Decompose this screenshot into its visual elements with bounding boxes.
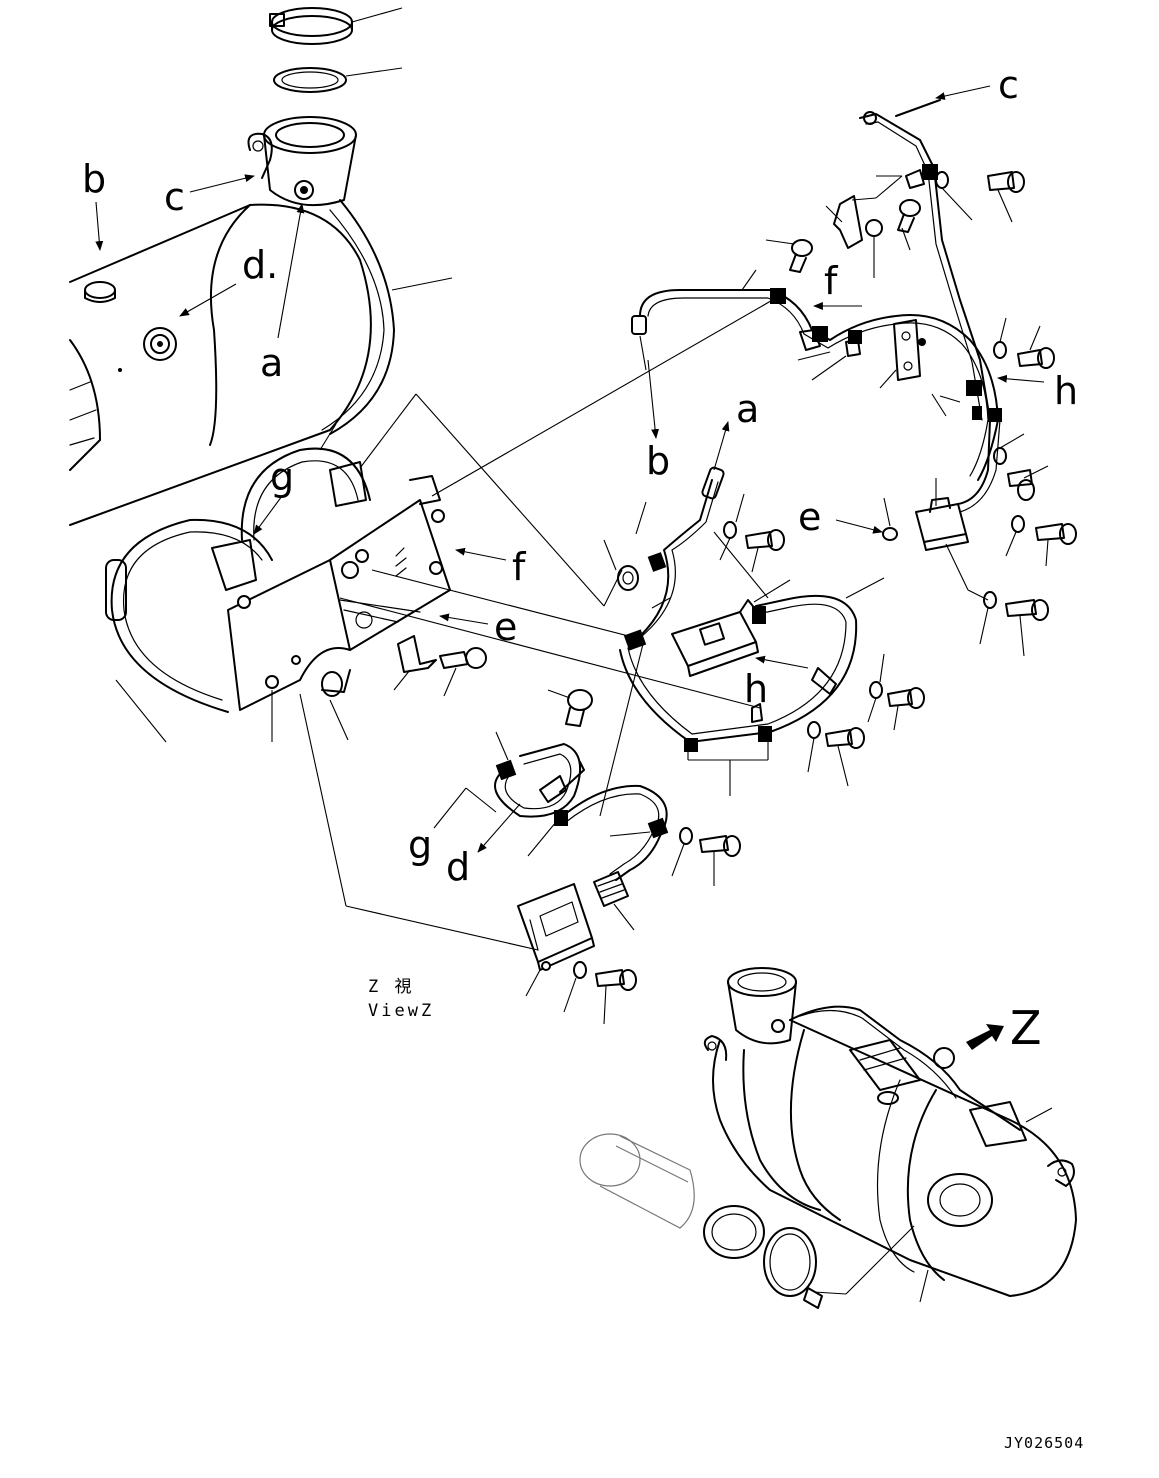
exit-clamp: [763, 1225, 915, 1309]
callout-a-center: a: [736, 387, 759, 431]
grommet-left: [321, 669, 351, 697]
washer-bolt-center-1: [719, 493, 785, 573]
tailpipe-cone-ghost: [579, 1133, 695, 1229]
callout-h-harness: h: [1054, 369, 1078, 413]
small-bracket-upper: [825, 175, 903, 249]
callout-f-harness: f: [824, 259, 839, 303]
washer-bolt-right-3: [1005, 515, 1077, 567]
bolt-upper-1: [765, 239, 813, 273]
controller-box: [517, 883, 595, 997]
bracket-plate: [211, 461, 451, 742]
callout-h-center: h: [744, 667, 768, 711]
drawing-code: JY026504: [1004, 1434, 1084, 1452]
callout-g-lower: g: [408, 823, 432, 867]
washer-upper: [865, 219, 883, 278]
small-bracket-left: [393, 635, 437, 691]
washer-bolt-bottom: [563, 961, 637, 1025]
callout-g-bracket: g: [270, 455, 294, 499]
muffler-partial: [69, 116, 453, 526]
washer-bolt-center-3: [807, 721, 865, 787]
bolt-left: [439, 647, 487, 697]
washer-bolt-right-1: [993, 317, 1055, 369]
callout-d-lower: d: [446, 845, 470, 889]
callout-c-sensor: c: [998, 63, 1019, 107]
assembled-muffler: [703, 967, 1077, 1303]
view-caption-kanji: Z 視: [368, 977, 414, 997]
top-clamp: [269, 7, 403, 45]
view-caption-english: ViewZ: [368, 1001, 434, 1021]
callout-c-muffler: c: [164, 175, 185, 219]
washer-bolt-center-2: [867, 653, 925, 731]
exit-gasket: [703, 1205, 765, 1259]
callout-b-muffler: b: [82, 157, 106, 201]
washer-bolt-lower: [671, 827, 741, 886]
lower-harness: [494, 639, 669, 931]
center-harness: [603, 466, 885, 796]
callout-b-center: b: [646, 439, 670, 483]
mounting-band-left: [105, 518, 273, 743]
callout-a-muffler: a: [260, 341, 283, 385]
callout-e-bracket: e: [494, 605, 517, 649]
washer-bolt-right-2: [993, 433, 1049, 501]
top-gasket: [273, 67, 403, 93]
washer-bolt-right-4: [979, 591, 1049, 657]
bolt-upper-2: [897, 199, 921, 251]
mounting-band-right: [240, 423, 371, 541]
upper-right-harness: [631, 99, 1002, 601]
callout-d-muffler: d.: [242, 243, 278, 287]
callout-e-sensor: e: [798, 495, 821, 539]
view-z-label: Z: [1010, 1001, 1042, 1055]
washer-bolt-upper-right: [935, 171, 1025, 223]
callout-f-bracket: f: [512, 545, 527, 589]
view-z-arrow: [966, 1024, 1004, 1050]
